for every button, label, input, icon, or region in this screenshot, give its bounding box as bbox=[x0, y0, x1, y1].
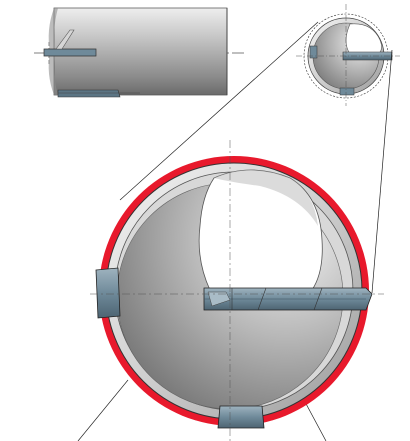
side-view-tab-left bbox=[309, 45, 318, 59]
leader-line-right bbox=[371, 49, 393, 294]
detail-blade-segment-2 bbox=[257, 287, 267, 311]
side-view[interactable] bbox=[296, 4, 400, 106]
bottom-tab bbox=[57, 89, 121, 98]
side-view-tab-bottom bbox=[339, 87, 355, 96]
detail-opening-shadow bbox=[214, 170, 318, 226]
leader-line-left bbox=[119, 21, 319, 201]
detail-tab-bottom bbox=[217, 405, 265, 429]
detail-view[interactable] bbox=[90, 140, 384, 441]
blade-edge bbox=[55, 29, 75, 50]
detail-tab-left bbox=[95, 267, 121, 319]
leader-line-bottom-left bbox=[77, 379, 129, 441]
blade-slot bbox=[43, 48, 97, 57]
detail-blade-segment-3 bbox=[313, 287, 323, 311]
detail-leader-lines bbox=[77, 21, 393, 441]
side-view-opening bbox=[345, 23, 382, 55]
front-view[interactable] bbox=[34, 7, 244, 98]
leader-line-bottom-right bbox=[303, 399, 327, 441]
